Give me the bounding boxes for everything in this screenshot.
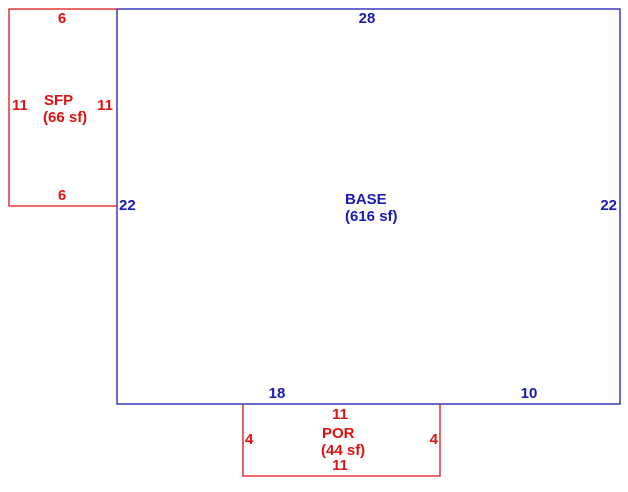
por-area-label: (44 sf) xyxy=(321,442,365,459)
sfp-top-dimension: 6 xyxy=(58,10,66,27)
por-bottom-dimension: 11 xyxy=(332,457,348,474)
por-name-label: POR xyxy=(322,425,355,442)
sfp-bottom-dimension: 6 xyxy=(58,187,66,204)
sfp-outline xyxy=(8,8,117,207)
sfp-right-dimension: 11 xyxy=(97,97,113,114)
base-name-label: BASE xyxy=(345,191,387,208)
base-top-dimension: 28 xyxy=(359,10,376,27)
base-right-dimension: 22 xyxy=(600,197,617,214)
base-area-label: (616 sf) xyxy=(345,208,398,225)
sfp-left-dimension: 11 xyxy=(12,97,28,114)
por-outline xyxy=(242,404,441,477)
por-top-dimension: 11 xyxy=(332,406,348,423)
base-bottom-right-dimension: 10 xyxy=(521,385,538,402)
sfp-name-label: SFP xyxy=(44,92,73,109)
base-bottom-left-dimension: 18 xyxy=(269,385,286,402)
base-left-dimension: 22 xyxy=(119,197,136,214)
sfp-area-label: (66 sf) xyxy=(43,109,87,126)
por-right-dimension: 4 xyxy=(430,431,439,448)
por-left-dimension: 4 xyxy=(245,431,254,448)
